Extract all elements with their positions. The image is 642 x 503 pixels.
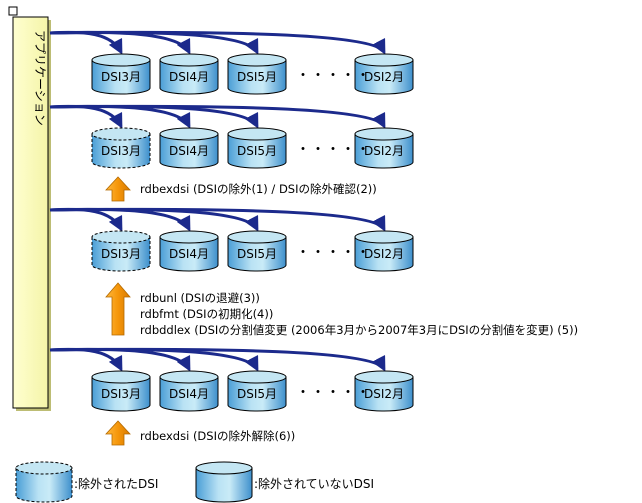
dsi-cylinder-row-4-1: DSI3月 xyxy=(91,370,151,412)
step-2-label-format: rdbfmt (DSIの初期化(4)) xyxy=(140,307,273,321)
app-corner-handle xyxy=(8,6,18,16)
legend-not-excluded-cylinder xyxy=(195,461,253,503)
ellipsis-2: ・・・・・ xyxy=(296,142,371,158)
dsi-cylinder-row-1-4: DSI2月 xyxy=(354,53,414,95)
dsi-cylinder-row-2-2: DSI4月 xyxy=(159,127,219,169)
ellipsis-4: ・・・・・ xyxy=(296,385,371,401)
dsi-cylinder-row-1-2: DSI4月 xyxy=(159,53,219,95)
dsi-cylinder-row-3-3: DSI5月 xyxy=(227,230,287,272)
dsi-cylinder-row-1-1-label: DSI3月 xyxy=(101,70,141,84)
dsi-cylinder-row-2-4: DSI2月 xyxy=(354,127,414,169)
dsi-cylinder-row-1-3-label: DSI5月 xyxy=(237,70,277,84)
dsi-cylinder-row-3-4: DSI2月 xyxy=(354,230,414,272)
legend-excluded-cylinder xyxy=(15,461,73,503)
dsi-cylinder-row-3-1-label: DSI3月 xyxy=(101,247,141,261)
step-arrow-2 xyxy=(105,282,131,336)
dsi-row-1: DSI3月 DSI4月 DSI5月 DSI2月・・・・・ xyxy=(91,53,414,95)
application-label: アプリケーション xyxy=(33,30,47,126)
dsi-cylinder-row-3-2: DSI4月 xyxy=(159,230,219,272)
step-3-label: rdbexdsi (DSIの除外解除(6)) xyxy=(140,429,295,443)
legend: :除外されたDSI :除外されていないDSI xyxy=(15,461,374,503)
dsi-cylinder-row-1-2-label: DSI4月 xyxy=(169,70,209,84)
dsi-cylinder-row-4-2-label: DSI4月 xyxy=(169,387,209,401)
dsi-row-4: DSI3月 DSI4月 DSI5月 DSI2月・・・・・ xyxy=(91,370,414,412)
dsi-cylinder-row-1-3: DSI5月 xyxy=(227,53,287,95)
legend-not-excluded-label: :除外されていないDSI xyxy=(254,476,374,491)
step-1-label: rdbexdsi (DSIの除外(1) / DSIの除外確認(2)) xyxy=(140,182,377,196)
dsi-cylinder-row-4-3: DSI5月 xyxy=(227,370,287,412)
dsi-cylinder-row-4-4: DSI2月 xyxy=(354,370,414,412)
legend-not-excluded-cylinder-shape xyxy=(195,461,253,503)
connector-row-2-to-dsi-1 xyxy=(49,104,123,129)
dsi-cylinder-row-4-3-label: DSI5月 xyxy=(237,387,277,401)
dsi-row-3: DSI3月 DSI4月 DSI5月 DSI2月・・・・・ xyxy=(91,230,414,272)
step-arrow-1 xyxy=(105,176,131,202)
connector-row-4-to-dsi-1 xyxy=(49,347,123,372)
dsi-cylinder-row-4-1-label: DSI3月 xyxy=(101,387,141,401)
legend-excluded-cylinder-shape xyxy=(15,461,73,503)
dsi-cylinder-row-2-1: DSI3月 xyxy=(91,127,151,169)
dsi-cylinder-row-3-1: DSI3月 xyxy=(91,230,151,272)
dsi-cylinder-row-1-4-label: DSI2月 xyxy=(364,70,404,84)
connector-row-3-to-dsi-4 xyxy=(49,207,386,232)
dsi-cylinder-row-4-2: DSI4月 xyxy=(159,370,219,412)
dsi-cylinder-row-2-1-label: DSI3月 xyxy=(101,144,141,158)
connector-arrows xyxy=(49,30,386,372)
step-arrow-3 xyxy=(105,420,131,446)
application-box: アプリケーション xyxy=(8,6,51,411)
connector-row-3-to-dsi-1 xyxy=(49,207,123,232)
connector-row-4-to-dsi-4 xyxy=(49,347,386,372)
dsi-cylinder-row-2-4-label: DSI2月 xyxy=(364,144,404,158)
step-2-label-unload: rdbunl (DSIの退避(3)) xyxy=(140,291,260,305)
connector-row-1-to-dsi-4 xyxy=(49,30,386,55)
dsi-cylinder-row-2-2-label: DSI4月 xyxy=(169,144,209,158)
dsi-cylinder-row-3-2-label: DSI4月 xyxy=(169,247,209,261)
connector-row-1-to-dsi-1 xyxy=(49,30,123,55)
dsi-cylinder-row-2-3: DSI5月 xyxy=(227,127,287,169)
dsi-cylinder-row-1-1: DSI3月 xyxy=(91,53,151,95)
ellipsis-1: ・・・・・ xyxy=(296,68,371,84)
legend-excluded-label: :除外されたDSI xyxy=(74,476,158,491)
dsi-cylinder-row-4-4-label: DSI2月 xyxy=(364,387,404,401)
ellipsis-3: ・・・・・ xyxy=(296,245,371,261)
step-2-label-ddlex: rdbddlex (DSIの分割値変更 (2006年3月から2007年3月にDS… xyxy=(140,323,578,337)
dsi-row-2: DSI3月 DSI4月 DSI5月 DSI2月・・・・・ xyxy=(91,127,414,169)
dsi-cylinder-row-3-4-label: DSI2月 xyxy=(364,247,404,261)
connector-row-2-to-dsi-4 xyxy=(49,104,386,129)
dsi-cylinder-row-3-3-label: DSI5月 xyxy=(237,247,277,261)
dsi-cylinder-row-2-3-label: DSI5月 xyxy=(237,144,277,158)
